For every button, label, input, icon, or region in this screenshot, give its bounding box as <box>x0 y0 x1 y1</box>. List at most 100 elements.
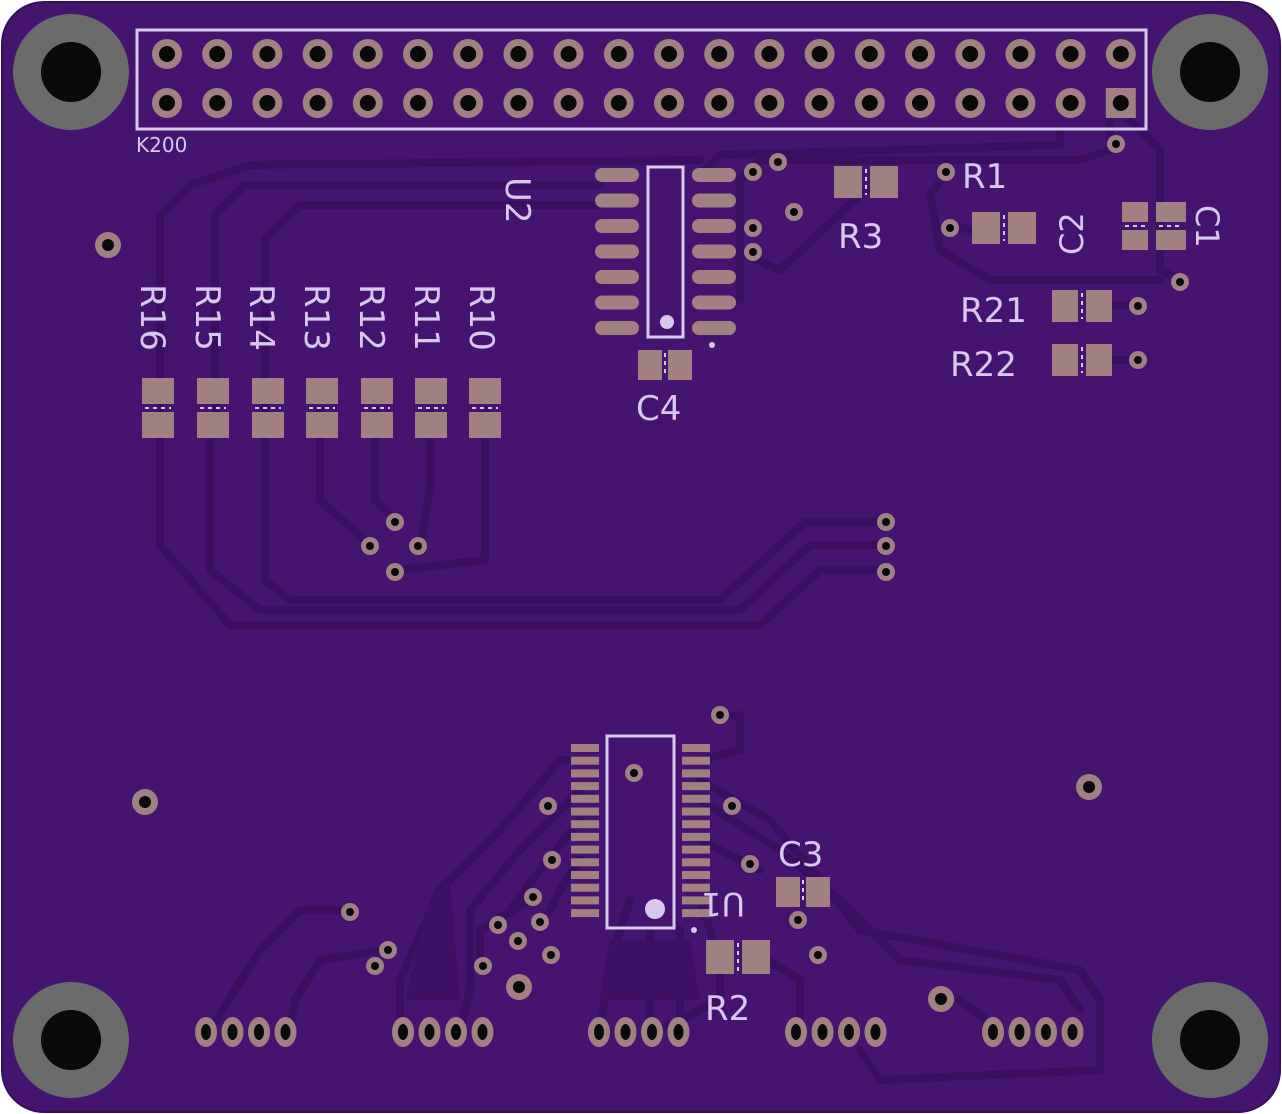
u2-pad <box>692 168 736 182</box>
u1-pad <box>571 883 599 892</box>
c3-label: C3 <box>778 835 823 875</box>
u2-ic <box>595 165 736 348</box>
u1-pad <box>571 782 599 791</box>
u1-pad <box>571 820 599 829</box>
u2-pad <box>595 244 639 259</box>
resistor-pad <box>415 378 447 404</box>
u1-ic <box>571 734 710 933</box>
r2-pad <box>706 940 734 974</box>
silkscreen-labels: K200 U2 U1 R1 R3 R2 C2 C1 C3 C4 R21 R22 … <box>132 133 1226 1029</box>
u2-pad <box>692 295 736 310</box>
u1-pad <box>682 896 710 905</box>
r10-label: R10 <box>461 284 501 351</box>
u1-pad <box>682 794 710 803</box>
r1-pad <box>972 212 1000 244</box>
c1-pad <box>1156 230 1186 250</box>
resistor-pad <box>361 378 393 404</box>
u1-pad <box>571 845 599 854</box>
c4-label: C4 <box>636 389 681 429</box>
resistor-pad <box>361 412 393 438</box>
u1-pad <box>571 807 599 816</box>
u1-pad <box>571 896 599 905</box>
copper-pours <box>405 880 700 1000</box>
r15-label: R15 <box>187 284 227 351</box>
u1-pad <box>682 909 710 918</box>
r3-pad <box>870 166 898 198</box>
resistor-pad <box>306 412 338 438</box>
header-pin-grid <box>152 39 1136 118</box>
resistor-pad <box>469 378 501 404</box>
resistor-pad <box>142 412 174 438</box>
u2-pad <box>692 321 736 335</box>
c3-pad <box>776 877 800 907</box>
u2-pad <box>692 193 736 208</box>
r11-label: R11 <box>406 284 446 351</box>
smd-passives <box>142 166 1186 974</box>
r2-label: R2 <box>705 989 750 1029</box>
resistor-pad <box>197 412 229 438</box>
u1-pad <box>571 794 599 803</box>
r1-label: R1 <box>962 157 1007 197</box>
r2-pad <box>742 940 770 974</box>
r22-label: R22 <box>950 345 1017 385</box>
r12-label: R12 <box>351 284 391 351</box>
r1-pad <box>1008 212 1036 244</box>
u1-pad <box>682 845 710 854</box>
u1-pad <box>571 871 599 879</box>
r16-label: R16 <box>132 284 172 351</box>
vias <box>95 135 1189 1012</box>
u2-pad <box>595 219 639 233</box>
u1-pad <box>571 744 599 752</box>
u1-pad <box>571 832 599 841</box>
u1-pad <box>682 858 710 867</box>
r3-label: R3 <box>838 217 883 257</box>
u2-pad <box>692 219 736 233</box>
c2-pad <box>1122 202 1148 222</box>
resistor-pad <box>197 378 229 404</box>
resistor-pad <box>415 412 447 438</box>
c1-label: C1 <box>1188 205 1226 248</box>
resistor-pad <box>142 378 174 404</box>
resistor-pad <box>306 378 338 404</box>
u1-pad <box>682 769 710 778</box>
r21-pad <box>1086 290 1112 322</box>
r22-pad <box>1052 344 1078 376</box>
u2-pad <box>595 321 639 335</box>
header-outline <box>135 28 1148 131</box>
r21-pad <box>1052 290 1078 322</box>
u2-pad <box>595 270 639 284</box>
c1-pad <box>1156 202 1186 222</box>
u1-label: U1 <box>701 885 745 923</box>
u1-pad <box>571 909 599 918</box>
u2-pad <box>692 244 736 259</box>
u1-pad <box>571 756 599 765</box>
u1-pad <box>682 820 710 829</box>
u2-pad <box>595 295 639 310</box>
c2-label: C2 <box>1053 212 1091 255</box>
u1-pad <box>571 858 599 867</box>
r14-label: R14 <box>241 284 281 351</box>
u1-pad <box>682 744 710 752</box>
bottom-connectors <box>195 1017 1084 1047</box>
mounting-holes <box>13 14 1268 1098</box>
u2-label: U2 <box>497 177 537 224</box>
u2-pad <box>692 270 736 284</box>
header-label: K200 <box>136 133 187 157</box>
u1-pad <box>682 756 710 765</box>
c4-pad <box>638 350 662 380</box>
r3-pad <box>834 166 862 198</box>
c3-pad <box>806 877 830 907</box>
c4-pad <box>668 350 692 380</box>
u1-pad <box>682 883 710 892</box>
r21-label: R21 <box>960 291 1027 331</box>
u2-pad <box>595 168 639 182</box>
r22-pad <box>1086 344 1112 376</box>
u1-pad <box>682 807 710 816</box>
r13-label: R13 <box>296 284 336 351</box>
c2-pad <box>1122 230 1148 250</box>
resistor-pad <box>252 412 284 438</box>
u1-pad <box>571 769 599 778</box>
resistor-pad <box>469 412 501 438</box>
